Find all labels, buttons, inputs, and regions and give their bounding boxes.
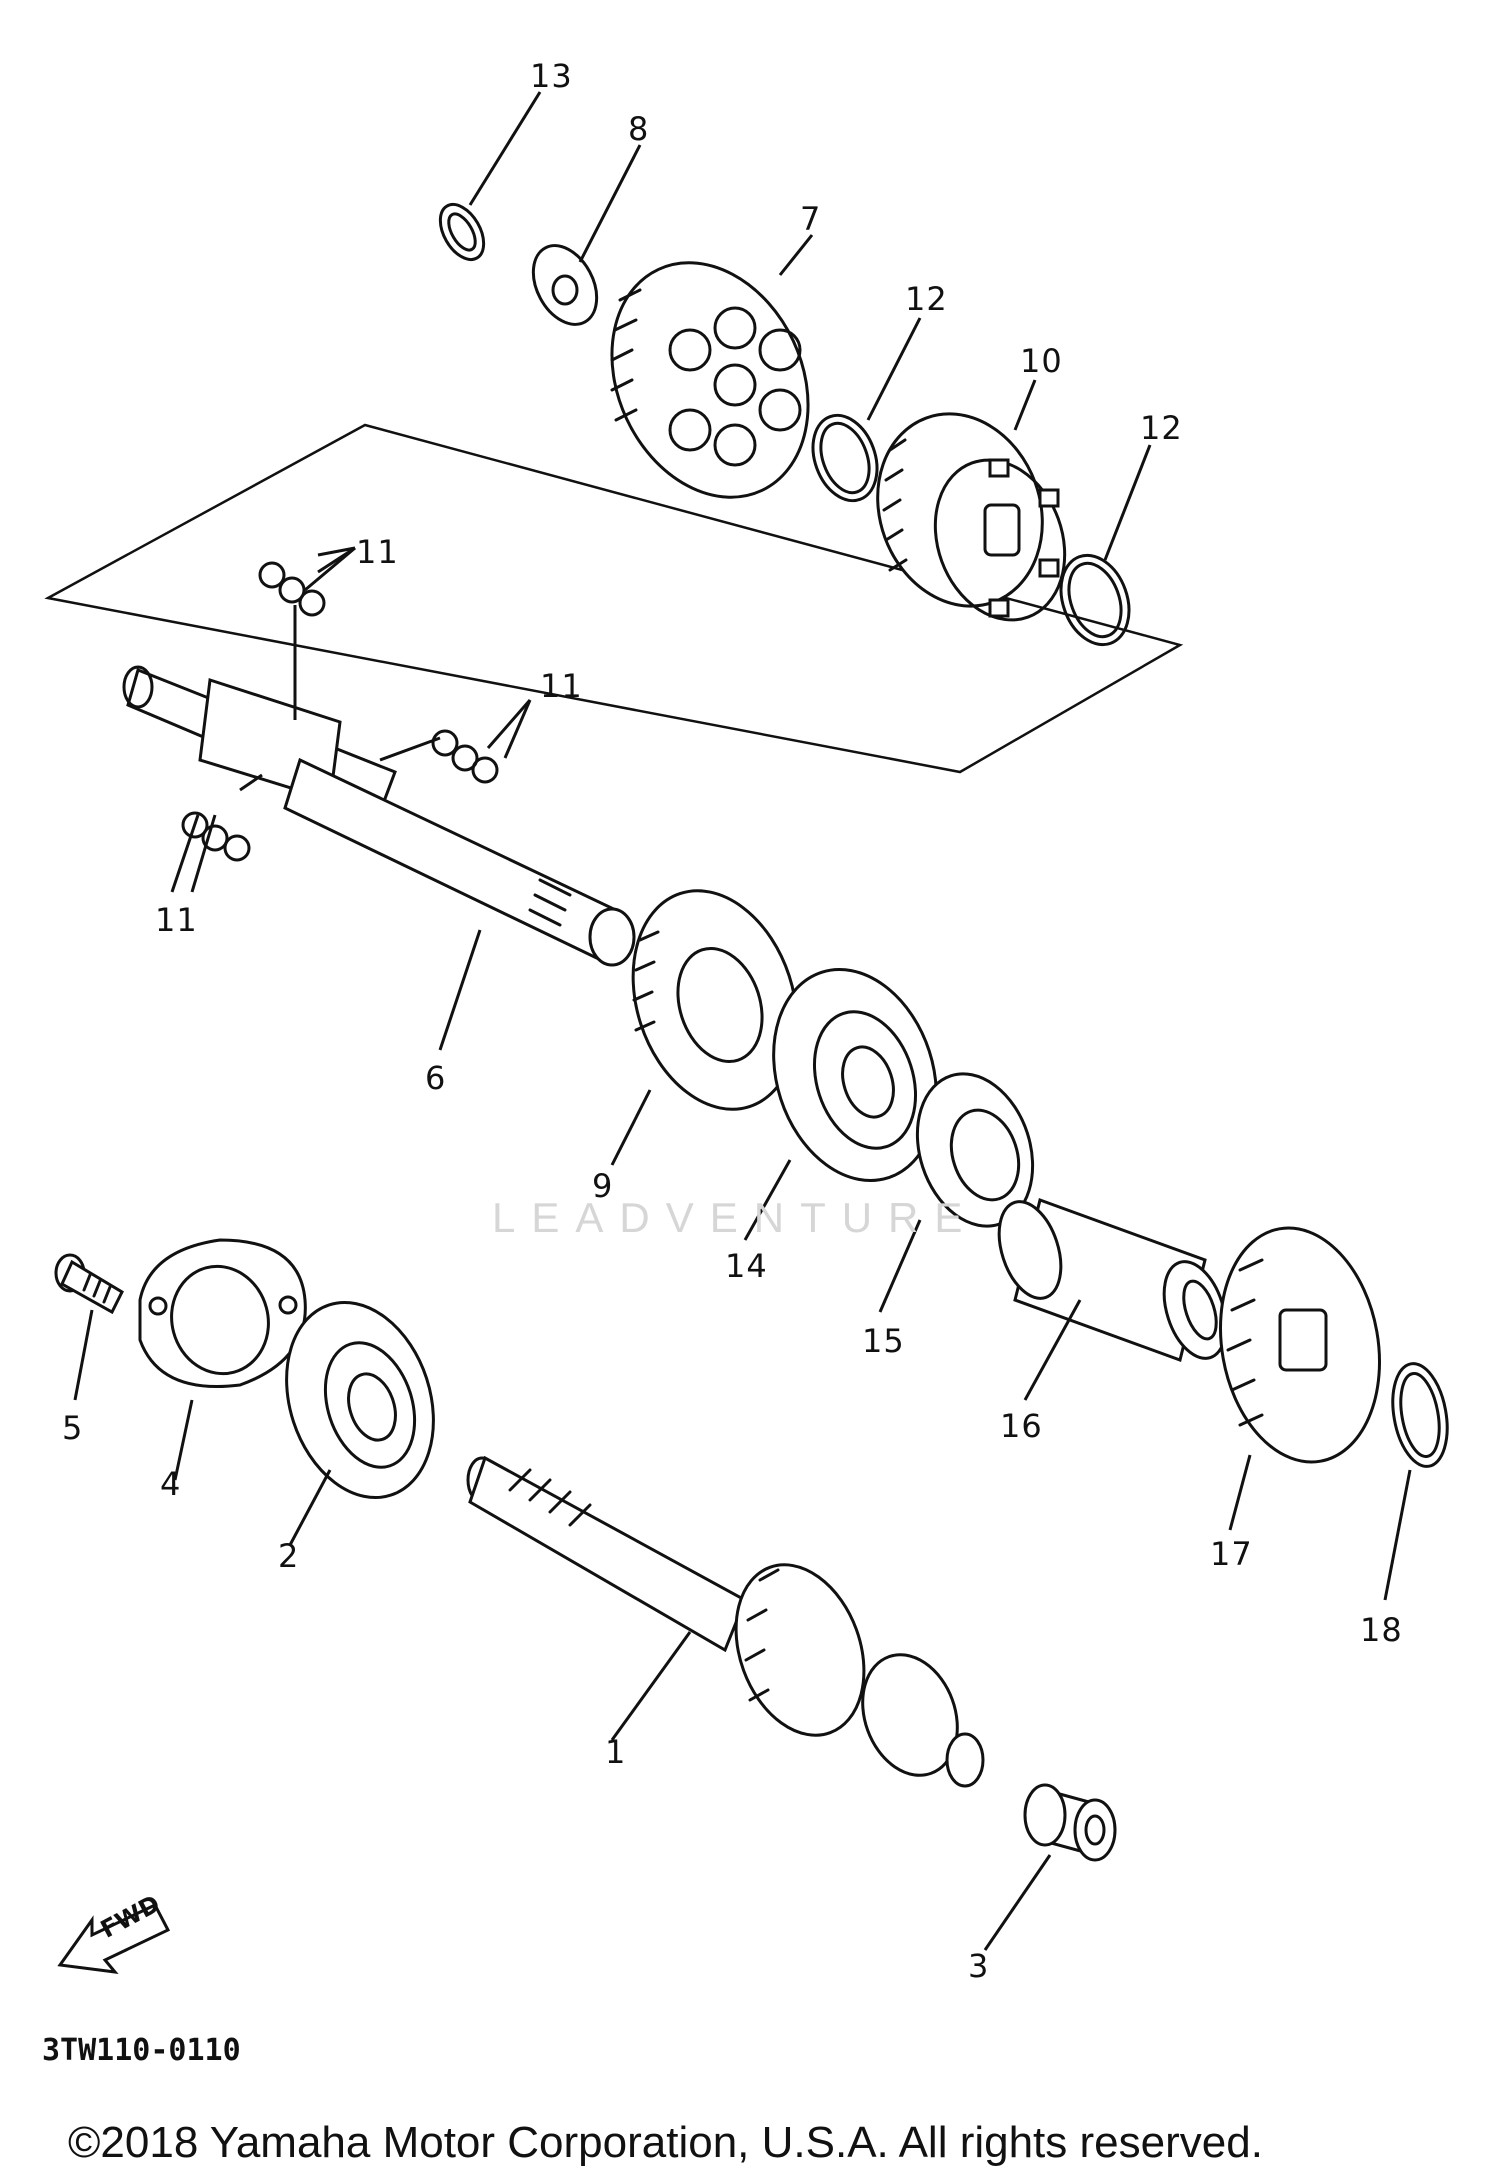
leader-lines — [73, 91, 1412, 1951]
part-13-circlip — [438, 203, 486, 261]
part-7-gear — [610, 261, 810, 499]
callout-8: 8 — [628, 110, 650, 148]
callout-14: 14 — [725, 1247, 768, 1285]
callout-5: 5 — [62, 1409, 84, 1447]
callout-12b: 12 — [1140, 409, 1183, 447]
part-6-shaft — [122, 665, 636, 967]
copyright-text: ©2018 Yamaha Motor Corporation, U.S.A. A… — [68, 2118, 1263, 2167]
part-18-circlip — [1391, 1362, 1449, 1468]
part-3-collar — [1023, 1783, 1117, 1862]
part-14-bearing — [772, 967, 938, 1183]
callout-11b: 11 — [540, 667, 583, 705]
fwd-arrow-icon — [57, 1903, 171, 1974]
callout-12a: 12 — [905, 280, 948, 318]
callout-3: 3 — [968, 1947, 990, 1985]
callout-10: 10 — [1020, 342, 1063, 380]
callout-15: 15 — [862, 1322, 905, 1360]
callout-7: 7 — [800, 200, 822, 238]
assembly-outline — [44, 423, 1184, 774]
part-12b-circlip — [1059, 553, 1131, 647]
part-2-bearing — [285, 1300, 435, 1500]
part-9-gear — [631, 889, 799, 1111]
diagram-code: 3TW110-0110 — [42, 2033, 241, 2068]
part-12a-circlip — [811, 413, 879, 503]
part-4-plate — [138, 1238, 307, 1389]
part-16-collar — [997, 1198, 1228, 1362]
callout-2: 2 — [278, 1537, 300, 1575]
part-17-sprocket — [1218, 1226, 1382, 1464]
callout-11a: 11 — [356, 533, 399, 571]
watermark-text: LEADVENTURE — [492, 1194, 979, 1241]
callout-6: 6 — [425, 1059, 447, 1097]
part-15-seal — [915, 1072, 1035, 1228]
part-11-balls — [181, 561, 499, 862]
callout-11c: 11 — [155, 901, 198, 939]
callout-16: 16 — [1000, 1407, 1043, 1445]
callout-13: 13 — [530, 57, 573, 95]
callout-9: 9 — [592, 1167, 614, 1205]
part-8-washer — [531, 244, 599, 326]
callout-17: 17 — [1210, 1535, 1253, 1573]
callout-18: 18 — [1360, 1611, 1403, 1649]
part-10-clutch-gear — [876, 412, 1067, 622]
part-1-axle — [466, 1455, 985, 1788]
part-5-bolt — [54, 1253, 124, 1315]
callout-1: 1 — [605, 1733, 627, 1771]
callout-4: 4 — [160, 1465, 182, 1503]
